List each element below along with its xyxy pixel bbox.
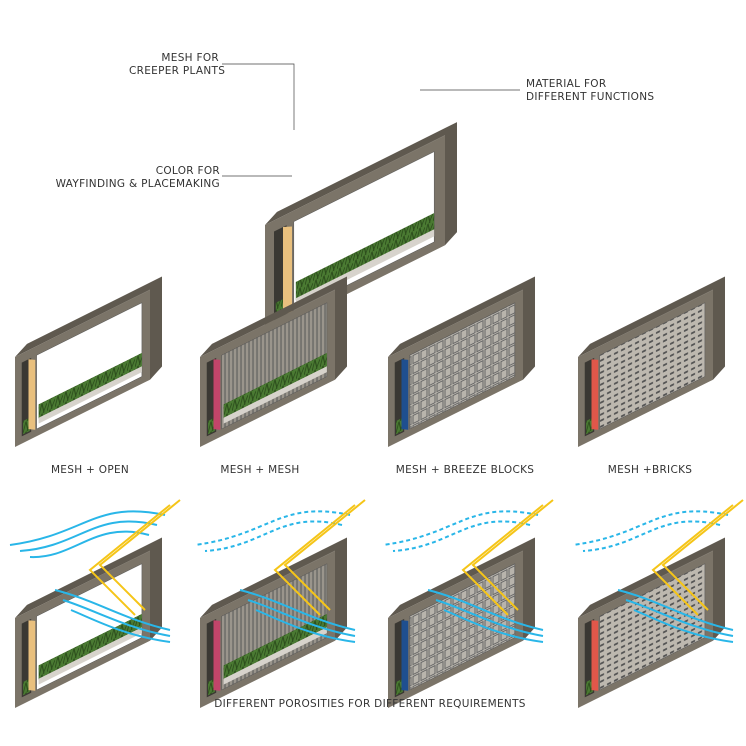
footer-caption: DIFFERENT POROSITIES FOR DIFFERENT REQUI… [214, 698, 526, 710]
flow-wall-open [15, 537, 162, 708]
caption-mesh-open: MESH + OPEN [50, 464, 130, 476]
wind-arrow-in [382, 510, 539, 546]
wind-arrow-out [247, 599, 356, 637]
wind-arrow-in [9, 510, 166, 546]
creeper-plant [23, 678, 30, 696]
planter-box [223, 627, 327, 685]
variant-wall-open [15, 276, 162, 447]
label-line: MESH FOR [161, 52, 219, 64]
wall-infill-breeze [409, 302, 516, 430]
wind-arrow-in [582, 520, 721, 552]
planter-box [223, 366, 327, 424]
planter-plants [295, 212, 435, 301]
planter-plants [38, 352, 142, 420]
variant-wall-breeze [388, 276, 535, 447]
color-panel [283, 226, 292, 314]
planter-box [38, 366, 142, 424]
flow-wall-mesh [200, 537, 347, 708]
airflow-sunlight-mesh [194, 499, 366, 643]
variant-wall-mesh [200, 276, 347, 447]
label-mesh-creeper: MESH FOR [161, 52, 219, 65]
creeper-plant [396, 678, 403, 696]
flow-wall-breeze [388, 537, 535, 708]
wall-depth [200, 276, 347, 380]
wind-arrow-out [427, 589, 544, 631]
wind-arrow-in [194, 510, 351, 546]
creeper-plant [208, 417, 215, 435]
wall-depth [388, 537, 535, 641]
label-line: DIFFERENT FUNCTIONS [526, 91, 655, 103]
leader-lines [222, 63, 520, 177]
wind-arrow-in [204, 520, 343, 552]
sun-ray [471, 499, 554, 611]
wind-arrow-out [443, 609, 544, 643]
label-line: MATERIAL FOR [526, 78, 607, 90]
sun-ray [461, 504, 544, 616]
color-panel [213, 620, 221, 691]
color-panel [401, 620, 409, 691]
wall-depth [578, 537, 725, 641]
wall-depth [265, 122, 457, 246]
color-panel [591, 359, 599, 430]
color-panel [28, 359, 36, 430]
wind-arrow-in [29, 530, 150, 559]
color-panel [28, 620, 36, 691]
sun-ray [273, 504, 356, 616]
airflow-sunlight-breeze [382, 499, 554, 643]
flow-wall-bricks [578, 537, 725, 708]
sun-ray [651, 504, 734, 616]
wind-arrow-out [625, 599, 734, 637]
wind-arrow-out [54, 589, 171, 631]
wall-depth [15, 537, 162, 641]
airflow-sunlight-open [9, 499, 181, 643]
wall-depth [200, 537, 347, 641]
wind-arrow-in [19, 520, 158, 552]
wall-depth [578, 276, 725, 380]
label-line: CREEPER PLANTS [129, 65, 226, 77]
planter-box [38, 627, 142, 685]
wind-arrow-out [633, 609, 734, 643]
wind-arrow-out [435, 599, 544, 637]
label-mesh-creeper-2: CREEPER PLANTS [129, 65, 226, 78]
creeper-plant [586, 417, 593, 435]
sun-ray [98, 499, 181, 611]
label-material: MATERIAL FOR DIFFERENT FUNCTIONS [526, 78, 654, 104]
sun-ray [283, 499, 366, 611]
wind-arrow-out [239, 589, 356, 631]
wind-arrow-out [70, 609, 171, 643]
wind-arrow-in [572, 510, 729, 546]
wind-arrow-out [255, 609, 356, 643]
planter-plants [223, 613, 327, 681]
sun-ray [88, 504, 171, 616]
wind-arrow-out [62, 599, 171, 637]
caption-mesh-bricks: MESH +BRICKS [607, 464, 693, 476]
planter-plants [223, 352, 327, 420]
color-panel [213, 359, 221, 430]
wind-arrow-out [617, 589, 734, 631]
creeper-plant [396, 417, 403, 435]
airflow-sunlight-bricks [572, 499, 744, 643]
wall-depth [15, 276, 162, 380]
label-line: COLOR FOR [155, 165, 220, 177]
color-panel [591, 620, 599, 691]
creeper-plant [586, 678, 593, 696]
label-line: WAYFINDING & PLACEMAKING [55, 178, 220, 190]
planter-plants [38, 613, 142, 681]
caption-mesh-breeze: MESH + BREEZE BLOCKS [395, 464, 535, 476]
color-panel [401, 359, 409, 430]
wall-infill-bricks [599, 302, 706, 430]
creeper-plant [208, 678, 215, 696]
caption-mesh-mesh: MESH + MESH [220, 464, 300, 476]
wind-arrow-in [392, 520, 531, 552]
variant-wall-bricks [578, 276, 725, 447]
creeper-plant [23, 417, 30, 435]
wall-depth [388, 276, 535, 380]
sun-ray [661, 499, 744, 611]
label-color: COLOR FOR WAYFINDING & PLACEMAKING [40, 165, 220, 191]
